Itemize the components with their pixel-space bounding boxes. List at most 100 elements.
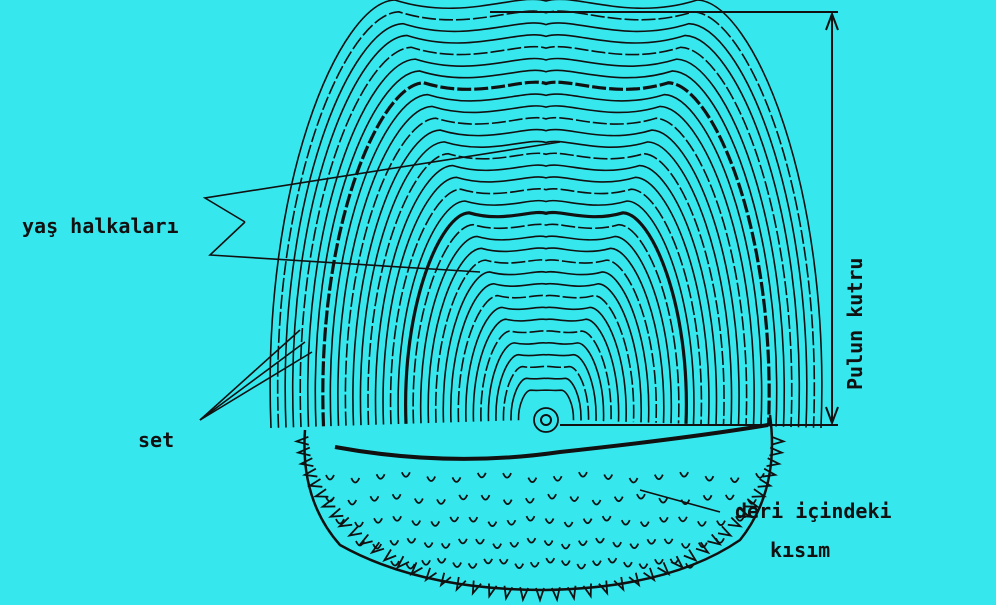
label-diameter: Pulun kutru: [843, 258, 867, 390]
denticle: [717, 521, 725, 526]
denticle: [637, 494, 645, 499]
denticle: [415, 498, 423, 503]
label-growth-rings: yaş halkaları: [22, 214, 179, 238]
marginal-spine: [301, 458, 313, 466]
denticle: [528, 478, 536, 483]
denticle: [608, 558, 616, 563]
denticle: [476, 539, 484, 544]
circulus-ring: [466, 307, 626, 422]
marginal-spine: [316, 489, 329, 497]
marginal-spine: [350, 526, 362, 535]
marginal-spine: [583, 584, 591, 597]
denticle: [391, 561, 399, 566]
denticle: [478, 473, 486, 478]
marginal-spine: [707, 534, 719, 544]
denticle: [481, 495, 489, 500]
denticle: [493, 544, 501, 549]
denticle: [613, 542, 621, 547]
concentric-circuli: [270, 0, 822, 428]
denticle: [348, 500, 356, 505]
denticle: [630, 478, 638, 483]
denticle: [639, 564, 647, 569]
marginal-spine: [411, 562, 422, 574]
denticle: [452, 477, 460, 482]
denticle: [680, 472, 688, 477]
denticle: [507, 520, 515, 525]
marginal-spine: [297, 437, 309, 445]
denticle: [679, 517, 687, 522]
embedded-scale-part: [297, 415, 784, 600]
marginal-spine: [767, 458, 779, 466]
denticle: [603, 516, 611, 521]
circulus-ring: [323, 82, 769, 426]
denticle: [579, 541, 587, 546]
denticle: [726, 495, 734, 500]
denticle: [705, 476, 713, 481]
denticle: [660, 517, 668, 522]
denticle: [554, 476, 562, 481]
denticle: [459, 539, 467, 544]
denticle: [731, 478, 739, 483]
denticle: [593, 561, 601, 566]
marginal-spine: [489, 584, 497, 597]
denticle: [450, 517, 458, 522]
denticle: [374, 518, 382, 523]
circulus-ring: [458, 295, 633, 422]
leader-lines: [200, 142, 720, 512]
denticle: [427, 476, 435, 481]
scale-focus-ring: [534, 408, 558, 432]
label-embedded-part-line1: deri içindeki: [735, 499, 892, 523]
ridge-leader-2: [200, 342, 305, 420]
label-embedded-part-line2: kısım: [770, 538, 830, 562]
denticle: [351, 478, 359, 483]
denticle: [698, 521, 706, 526]
denticle: [624, 562, 632, 567]
denticle: [431, 521, 439, 526]
denticle: [655, 559, 663, 564]
denticle: [545, 541, 553, 546]
denticle: [622, 520, 630, 525]
denticle: [326, 475, 334, 480]
denticle: [570, 497, 578, 502]
denticle: [704, 495, 712, 500]
denticle: [546, 519, 554, 524]
denticle-rows: [326, 472, 764, 568]
circulus-ring: [428, 248, 664, 423]
denticle: [548, 494, 556, 499]
denticle: [630, 544, 638, 549]
denticle: [437, 499, 445, 504]
denticle: [402, 472, 410, 477]
circulus-ring: [503, 366, 588, 420]
denticle: [615, 497, 623, 502]
denticle: [504, 500, 512, 505]
ridge-leader-3: [200, 352, 312, 420]
denticle: [453, 562, 461, 567]
marginal-spine: [323, 499, 336, 507]
denticle: [515, 564, 523, 569]
denticle: [526, 498, 534, 503]
denticle: [407, 538, 415, 543]
embedded-leader: [640, 490, 720, 512]
circulus-ring: [451, 284, 641, 423]
denticle: [562, 544, 570, 549]
denticle: [438, 558, 446, 563]
denticle: [577, 564, 585, 569]
denticle: [682, 543, 690, 548]
denticle: [393, 494, 401, 499]
denticle: [442, 543, 450, 548]
circulus-ring: [353, 130, 739, 426]
denticle: [527, 538, 535, 543]
marginal-spine: [684, 549, 696, 560]
denticle: [484, 559, 492, 564]
denticle: [526, 516, 534, 521]
marginal-spines: [297, 437, 784, 600]
denticle: [579, 472, 587, 477]
denticle: [393, 516, 401, 521]
denticle: [488, 522, 496, 527]
denticle: [604, 475, 612, 480]
denticle: [422, 560, 430, 565]
denticle: [531, 562, 539, 567]
denticle: [356, 541, 364, 546]
denticle: [377, 474, 385, 479]
